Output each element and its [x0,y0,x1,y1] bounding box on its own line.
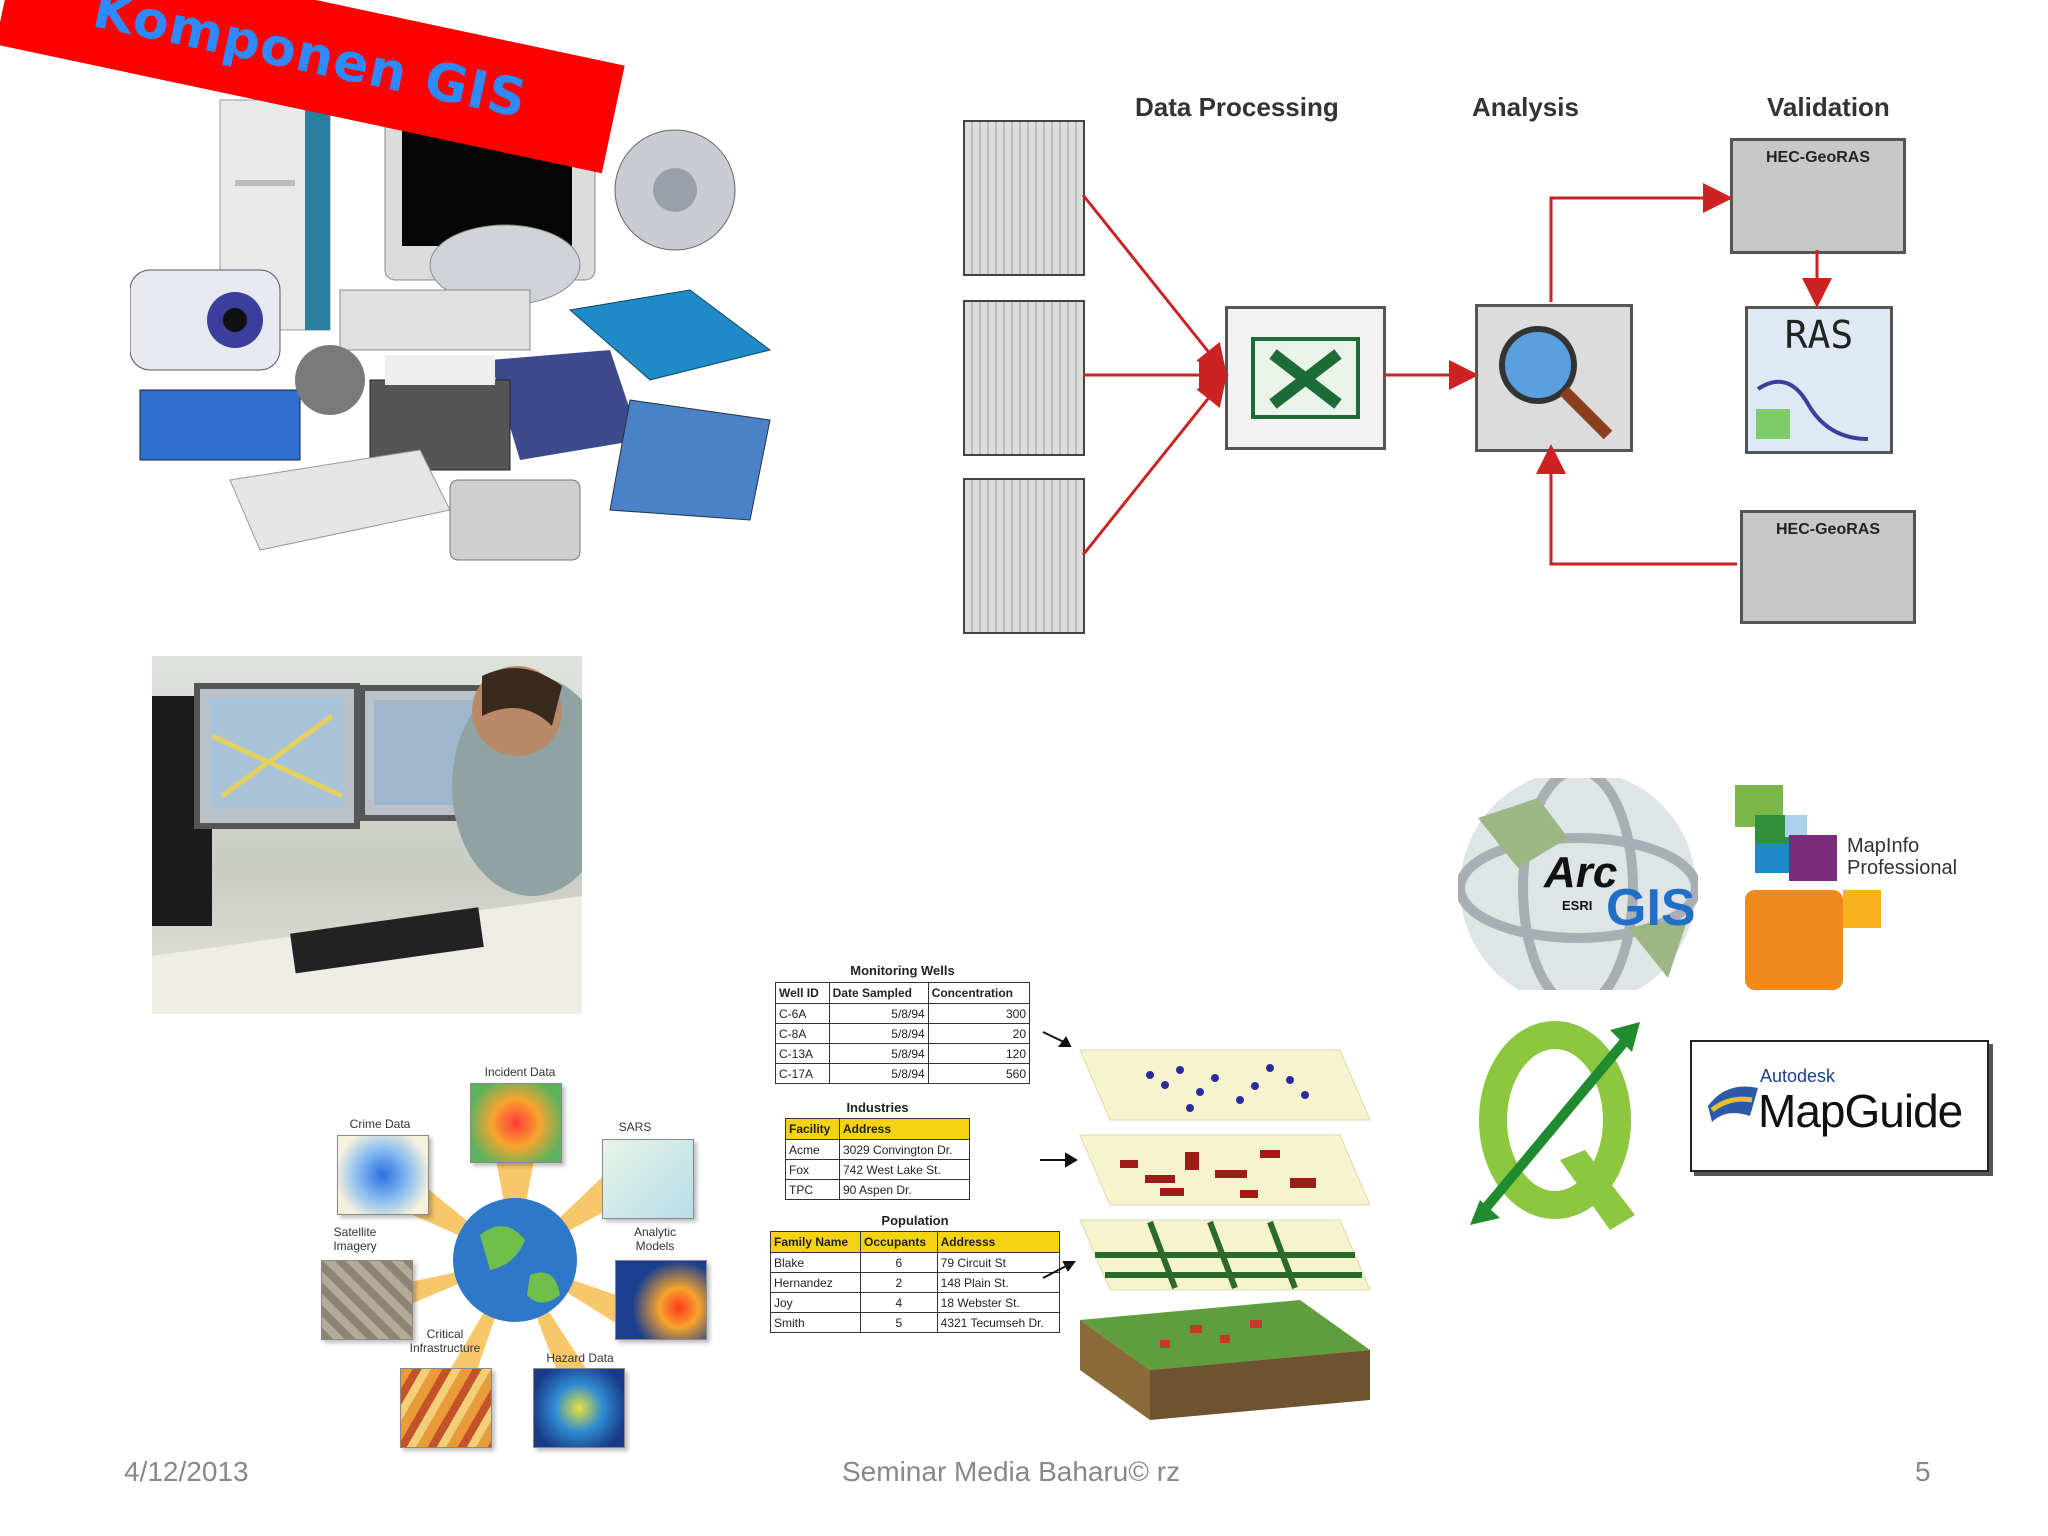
gis-workstation-photo [152,656,582,1014]
crime-data-tile [337,1135,429,1215]
slide-number: 5 [1915,1456,1931,1487]
autodesk-icon [1708,1086,1758,1122]
sars-tile [602,1139,694,1219]
analysis-magnifier-box [1475,304,1633,452]
population-caption: Population [881,1213,949,1228]
earth-globe-icon [453,1198,577,1322]
satellite-imagery-tile [321,1260,413,1340]
heading-analysis: Analysis [1472,92,1579,122]
heading-data-processing: Data Processing [1135,92,1339,122]
label-analytic-models: Analytic Models [633,1225,677,1253]
population-header-address: Addresss [936,1231,1061,1253]
mapinfo-squares-icon [1735,785,1881,990]
gis-text: GIS [1606,879,1696,937]
validation-box-top: HEC-GeoRAS [1730,138,1906,254]
gis-layer-stack [1040,1020,1380,1440]
label-satellite-imagery: Satellite Imagery [333,1225,377,1253]
source-data-image-1 [963,120,1085,276]
mapinfo-logo: MapInfo Professional [1735,785,2015,995]
wells-caption: Monitoring Wells [850,963,955,978]
qgis-icon [1470,1021,1640,1230]
hazard-data-tile [533,1368,625,1448]
magnifier-icon [1499,326,1613,440]
qgis-logo[interactable] [1460,1010,1660,1240]
critical-infrastructure-tile [400,1368,492,1448]
data-flow-diagram: Data Processing Analysis Validation HEC-… [955,80,1955,650]
ras-label: RAS [1784,313,1854,357]
source-data-image-2 [963,300,1085,456]
wells-header-conc: Concentration [927,982,1031,1004]
hec-georas-label-bottom: HEC-GeoRAS [1775,521,1880,538]
source-data-image-3 [963,478,1085,634]
label-critical-infrastructure: Critical Infrastructure [409,1327,481,1355]
incident-data-tile [470,1083,562,1163]
population-header-occupants: Occupants [860,1231,938,1253]
wells-header-id: Well ID [775,982,830,1004]
label-hazard-data: Hazard Data [546,1351,614,1365]
population-header-family: Family Name [770,1231,861,1253]
hec-georas-label-top: HEC-GeoRAS [1765,149,1870,166]
heading-validation: Validation [1767,92,1890,122]
gis-data-hub-diagram: Incident Data Crime Data SARS Satellite … [315,1055,715,1465]
mapguide-text: MapGuide [1758,1085,1963,1137]
label-sars: SARS [618,1120,652,1134]
industries-caption: Industries [846,1100,909,1115]
mapinfo-line2: Professional [1847,857,1958,879]
wells-header-date: Date Sampled [828,982,929,1004]
analytic-models-tile [615,1260,707,1340]
globe-icon [1455,765,1701,1011]
arc-text: Arc [1544,848,1618,897]
mapguide-logo[interactable]: Autodesk MapGuide [1690,1040,1989,1172]
footer-center-text: Seminar Media Baharu© rz [842,1456,1181,1487]
esri-text: ESRI [1562,898,1593,913]
label-incident-data: Incident Data [484,1065,556,1079]
footer-date: 4/12/2013 [124,1456,249,1487]
ras-map-box: RAS [1745,306,1893,454]
validation-box-bottom: HEC-GeoRAS [1740,510,1916,624]
computer-hardware-image [129,60,810,600]
mapinfo-line1: MapInfo [1847,835,1920,857]
industries-header-address: Address [839,1118,970,1140]
arcgis-logo: Arc GIS ESRI [1455,765,1701,1011]
industries-header-facility: Facility [785,1118,840,1140]
autodesk-text: Autodesk [1760,1066,1836,1086]
label-crime-data: Crime Data [349,1117,411,1131]
flow-arrows [1081,183,1832,566]
